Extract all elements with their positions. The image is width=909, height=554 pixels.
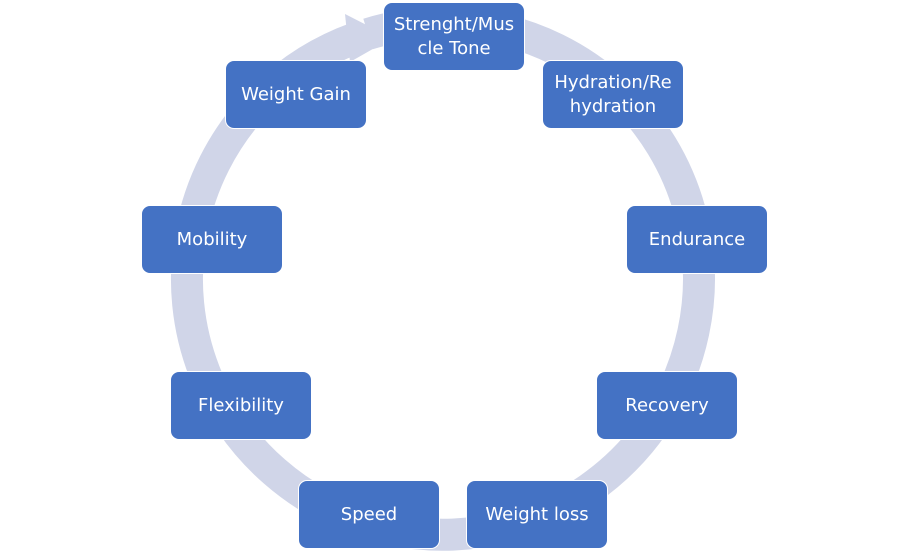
node-label: Speed (340, 503, 398, 525)
node-recovery: Recovery (596, 371, 738, 440)
node-speed: Speed (298, 480, 440, 549)
node-label: Mobility (176, 228, 248, 250)
node-hydration-rehydration: Hydration/Rehydration (542, 60, 684, 129)
node-strength-muscle-tone: Strenght/Muscle Tone (383, 2, 525, 71)
node-label: Endurance (648, 228, 746, 250)
node-weight-gain: Weight Gain (225, 60, 367, 129)
node-label: Strenght/Muscle Tone (393, 13, 515, 59)
node-label: Hydration/Rehydration (554, 71, 672, 117)
node-endurance: Endurance (626, 205, 768, 274)
node-label: Flexibility (198, 394, 284, 416)
node-label: Weight Gain (241, 83, 351, 105)
node-label: Recovery (625, 394, 709, 416)
cycle-arrowhead (345, 14, 392, 62)
node-label: Weight loss (485, 503, 589, 525)
node-weight-loss: Weight loss (466, 480, 608, 549)
node-mobility: Mobility (141, 205, 283, 274)
node-flexibility: Flexibility (170, 371, 312, 440)
